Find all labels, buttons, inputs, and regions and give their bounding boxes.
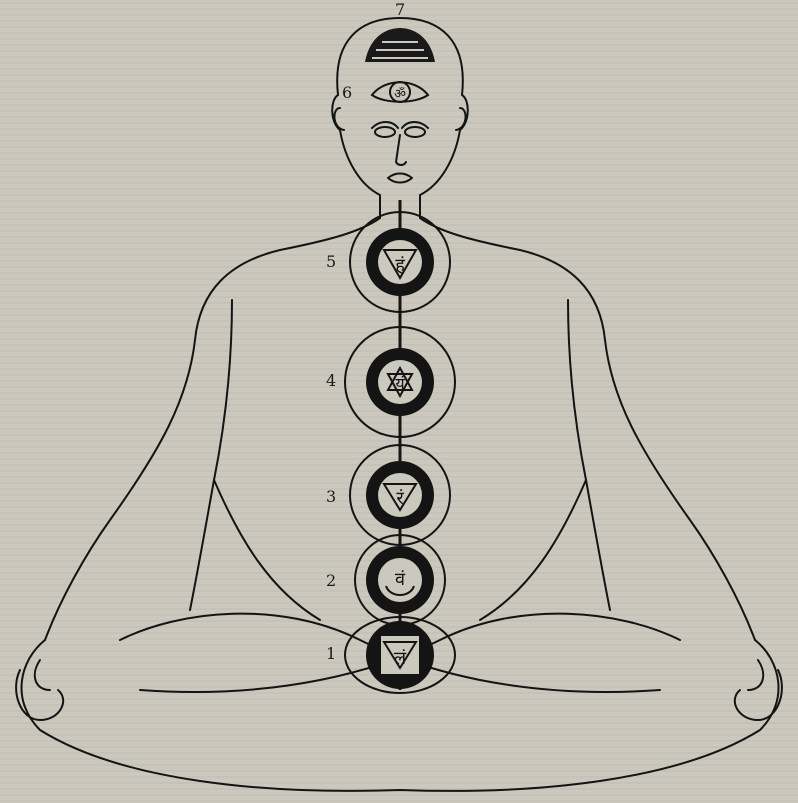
- throat-glyph: हं: [395, 255, 405, 276]
- label-5: 5: [326, 254, 336, 270]
- brow-glyph: ॐ: [394, 87, 406, 102]
- label-1: 1: [326, 646, 336, 662]
- navel-glyph: रं: [396, 488, 404, 509]
- label-3: 3: [326, 489, 336, 505]
- heart-glyph: यं: [395, 374, 405, 393]
- label-2: 2: [326, 573, 336, 589]
- label-7: 7: [395, 2, 405, 18]
- label-6: 6: [342, 85, 352, 101]
- root-glyph: लं: [394, 648, 407, 669]
- sacral-glyph: वं: [395, 569, 406, 590]
- label-4: 4: [326, 373, 336, 389]
